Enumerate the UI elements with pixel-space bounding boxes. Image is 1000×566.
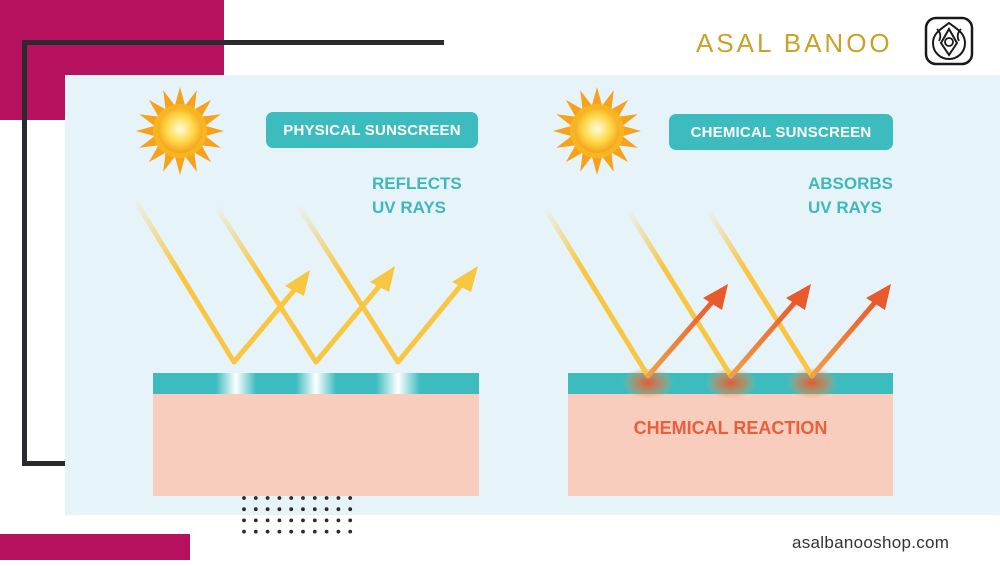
dot <box>348 518 353 523</box>
chemical-sunscreen-label: CHEMICAL SUNSCREEN <box>669 114 893 150</box>
dot <box>265 496 270 500</box>
brand-logo-icon <box>924 16 974 66</box>
skin-layer <box>568 394 893 496</box>
absorbs-text: ABSORBS UV RAYS <box>808 172 893 220</box>
layer-gap <box>376 373 420 394</box>
reaction-glow <box>622 367 674 399</box>
absorbs-line-1: ABSORBS <box>808 174 894 193</box>
dot <box>289 507 294 512</box>
dot <box>301 496 305 500</box>
dot <box>312 507 317 512</box>
dot <box>301 507 305 512</box>
dot <box>336 496 341 500</box>
dot <box>253 529 258 534</box>
dot <box>277 529 282 534</box>
layer-gap <box>296 373 336 394</box>
dot <box>253 496 258 500</box>
dot <box>289 496 294 500</box>
dot <box>289 518 294 523</box>
layer-gap <box>216 373 256 394</box>
reflects-line-1: REFLECTS <box>372 174 462 193</box>
incoming-rays <box>542 205 815 379</box>
dot <box>348 529 353 534</box>
dot <box>253 507 258 512</box>
emitted-rays <box>645 297 880 379</box>
chemical-reaction-label: CHEMICAL REACTION <box>633 418 828 438</box>
dot <box>242 518 246 523</box>
reflects-line-2: UV RAYS <box>372 198 447 217</box>
dot <box>289 529 294 534</box>
sun-icon <box>553 87 641 175</box>
dot <box>277 507 282 512</box>
dot <box>242 507 246 512</box>
dot <box>242 529 246 534</box>
physical-sunscreen-label: PHYSICAL SUNSCREEN <box>266 112 478 148</box>
reaction-glow <box>705 367 757 399</box>
dot <box>312 496 317 500</box>
dot <box>324 507 329 512</box>
dot <box>265 507 270 512</box>
absorbs-line-2: UV RAYS <box>808 198 883 217</box>
brand-name: ASAL BANOO <box>696 28 893 58</box>
dot <box>312 518 317 523</box>
dot <box>324 518 329 523</box>
reaction-glow <box>786 367 838 399</box>
dot <box>253 518 258 523</box>
sun-core <box>575 109 619 153</box>
dot <box>324 529 329 534</box>
dot-pattern <box>242 496 353 534</box>
dot <box>277 496 282 500</box>
dot <box>312 529 317 534</box>
dot <box>336 529 341 534</box>
sun-core <box>158 109 202 153</box>
dot <box>265 529 270 534</box>
dot <box>242 496 246 500</box>
dot <box>265 518 270 523</box>
website-url[interactable]: asalbanooshop.com <box>792 533 950 552</box>
dot <box>277 518 282 523</box>
reflects-text: REFLECTS UV RAYS <box>372 172 462 220</box>
arrowheads <box>285 266 478 296</box>
dot <box>336 518 341 523</box>
dot <box>301 529 305 534</box>
sun-icon <box>136 87 224 175</box>
skin-layer <box>153 394 479 496</box>
dot <box>348 496 353 500</box>
dot <box>301 518 305 523</box>
dot <box>336 507 341 512</box>
arrowheads <box>703 284 891 310</box>
dot <box>324 496 329 500</box>
dot <box>348 507 353 512</box>
reflected-rays <box>132 197 465 365</box>
magenta-block-bottom <box>0 534 190 560</box>
